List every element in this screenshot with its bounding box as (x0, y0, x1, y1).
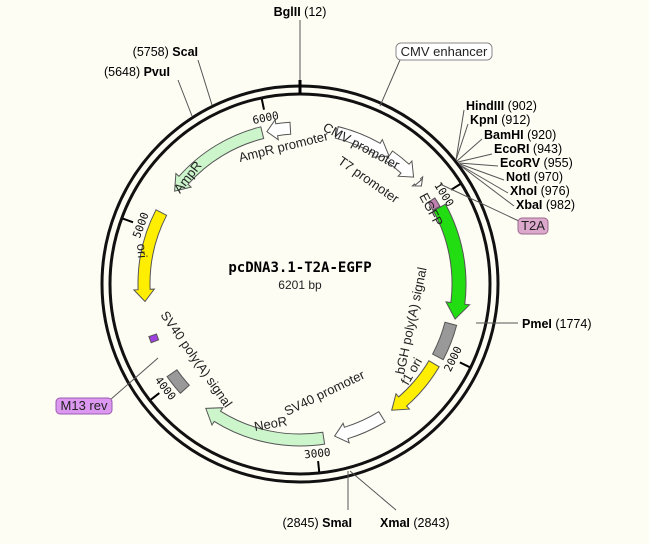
cmv-promoter-arrow[interactable] (385, 150, 415, 178)
tick-label: 6000 (251, 109, 280, 127)
t2a-badge[interactable]: T2A (517, 217, 549, 235)
site-kpni[interactable]: KpnI (912) (470, 113, 530, 127)
site-bamhi[interactable]: BamHI (920) (484, 128, 556, 142)
cmv-enhancer-callout[interactable]: CMV enhancer (395, 42, 493, 61)
m13-leader (109, 357, 159, 401)
tick-mark (260, 98, 265, 110)
site-xhoi[interactable]: XhoI (976) (510, 184, 570, 198)
mcs-leader-ecori (457, 153, 493, 163)
plasmid-length: 6201 bp (278, 278, 322, 292)
sv40-promoter-arrow[interactable] (333, 411, 386, 444)
site-pvui[interactable]: (5648) PvuI (104, 65, 170, 79)
t2a-label: T2A (521, 218, 545, 233)
cmv-enhancer-leader (379, 59, 401, 107)
site-hindiii[interactable]: HindIII (902) (466, 99, 537, 113)
cmv-enhancer-arrow[interactable] (334, 125, 390, 158)
t7-promoter-arrow[interactable] (411, 175, 424, 187)
tick-mark (317, 460, 321, 473)
cmv-enhancer-label: CMV enhancer (401, 44, 488, 59)
ori-arrow[interactable] (132, 209, 168, 303)
cmv-enhancer-callout-box (395, 42, 493, 61)
tick-mark (459, 361, 471, 369)
mcs-leader-noti (459, 163, 505, 181)
neor-arrow[interactable] (205, 407, 326, 447)
sv40-promoter-label: SV40 promoter (282, 367, 368, 419)
site-bglii[interactable]: BglII (12) (274, 5, 327, 19)
mcs-leader-hindiii (455, 109, 465, 161)
t2a-leader (439, 183, 522, 223)
tick-mark (150, 392, 160, 401)
scai-leader (197, 59, 213, 106)
m13-rev-feature[interactable] (148, 333, 160, 344)
egfp-arrow[interactable] (432, 203, 471, 320)
pvui-leader (177, 79, 193, 117)
site-smai[interactable]: (2845) SmaI (282, 516, 352, 530)
m13-rev-badge[interactable]: M13 rev (55, 397, 113, 415)
ampr-promoter-arrow[interactable] (266, 118, 292, 141)
t2a-feature[interactable] (427, 197, 441, 211)
sv40-polya-box[interactable] (166, 369, 191, 395)
site-xbai[interactable]: XbaI (982) (516, 198, 575, 212)
neor-label: NeoR (253, 413, 288, 434)
t2a-badge-box (517, 217, 549, 235)
mcs-leader-bamhi (456, 138, 483, 162)
mcs-leader-kpni (455, 123, 469, 161)
ori-label: ori (134, 243, 150, 259)
site-leader-lines (109, 20, 522, 511)
mcs-leader-xhoi (459, 164, 509, 194)
bgh-polya-box[interactable] (431, 321, 458, 361)
m13-rev-label: M13 rev (61, 398, 108, 413)
site-noti[interactable]: NotI (970) (506, 170, 563, 184)
site-scai[interactable]: (5758) ScaI (133, 45, 198, 59)
m13-rev-badge-box (55, 397, 113, 415)
site-ecorv[interactable]: EcoRV (955) (500, 156, 573, 170)
f1-ori-arrow[interactable] (391, 360, 440, 411)
tick-label: 3000 (304, 446, 332, 462)
xmai-leader (349, 470, 397, 511)
ampr-arrow[interactable] (174, 126, 265, 192)
site-ecori[interactable]: EcoRI (943) (494, 142, 562, 156)
plasmid-name: pcDNA3.1-T2A-EGFP (228, 260, 371, 276)
mcs-leader-ecorv (458, 162, 499, 167)
site-xmai[interactable]: XmaI (2843) (380, 516, 450, 530)
site-pmei[interactable]: PmeI (1774) (522, 317, 592, 331)
tick-mark (122, 217, 134, 224)
mcs-leader-xbai (460, 165, 515, 207)
tick-mark (450, 183, 461, 191)
